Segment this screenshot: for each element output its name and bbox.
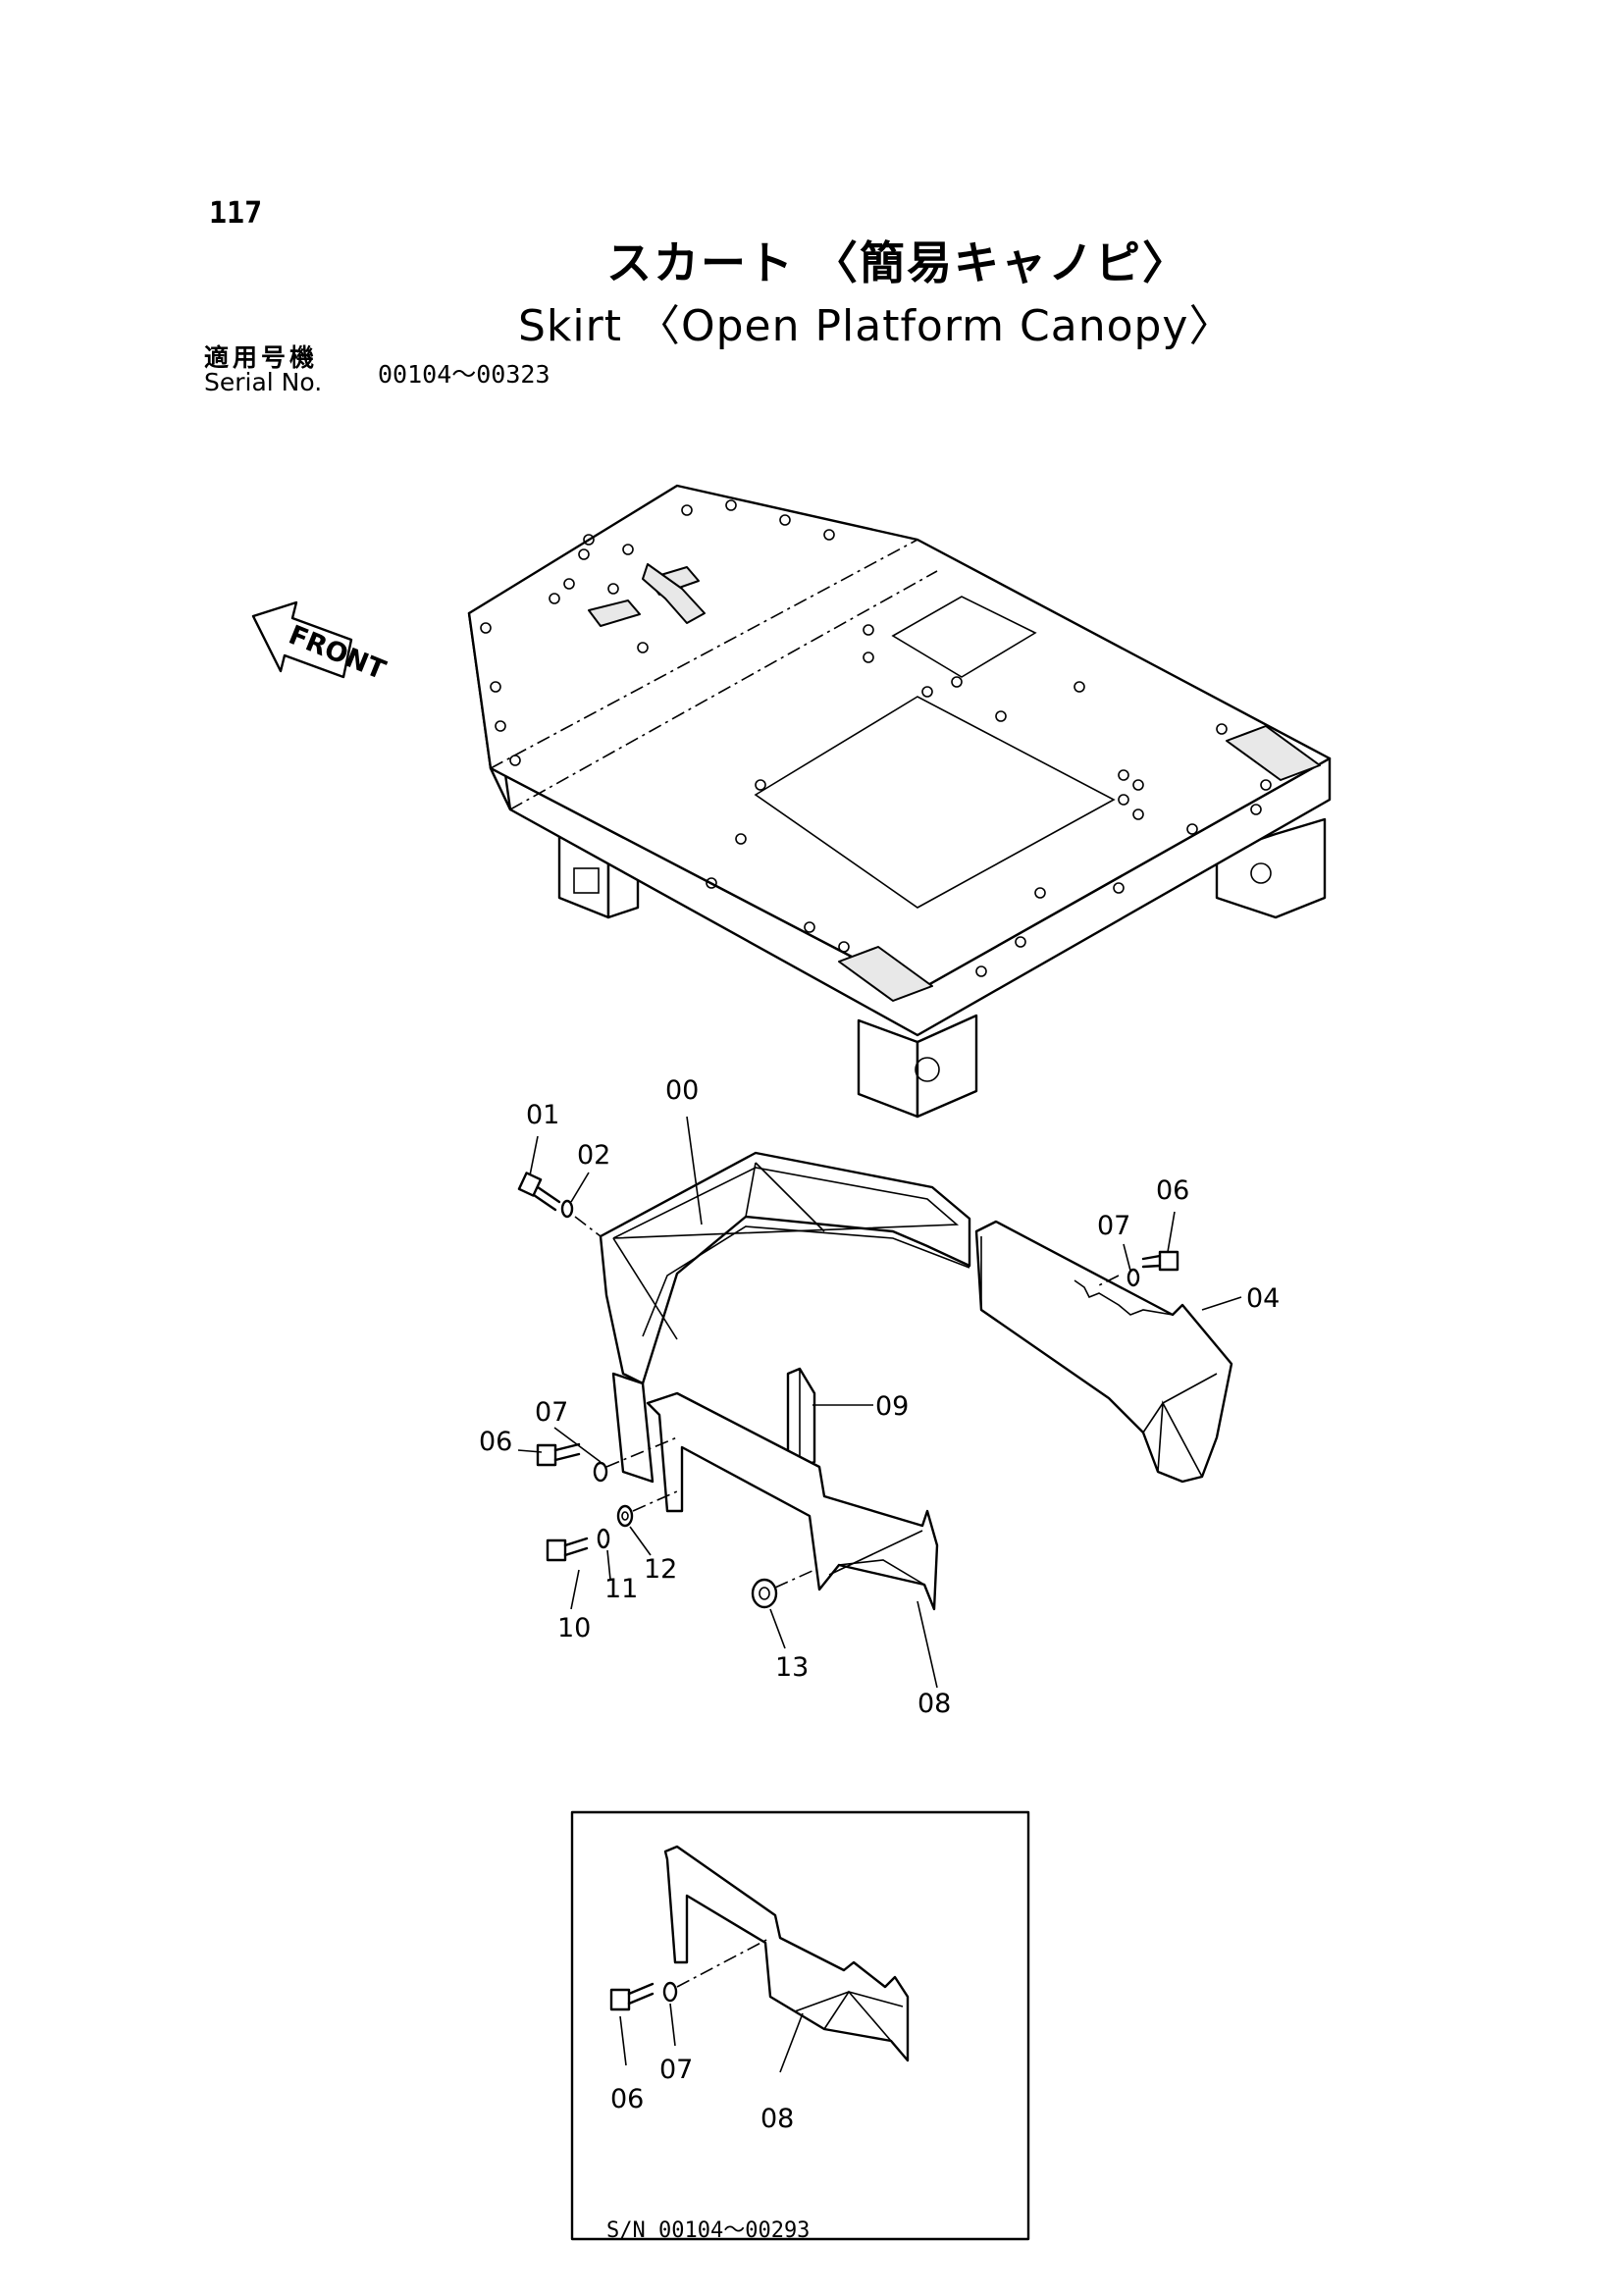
callout-10: 10 [557, 1613, 591, 1643]
platform-floor-plate [467, 484, 1332, 1119]
part-08-lower-panel [646, 1391, 939, 1611]
front-direction-arrow: FRONT [251, 600, 391, 687]
front-label: FRONT [285, 620, 391, 687]
callout-11: 11 [604, 1574, 638, 1604]
serial-label-english: Serial No. [204, 368, 323, 396]
bolt-06-right [1141, 1250, 1179, 1272]
callout-02: 02 [577, 1140, 610, 1171]
nut-13 [751, 1578, 778, 1609]
inset-callout-07: 07 [659, 2055, 693, 2085]
callout-07-left: 07 [535, 1397, 568, 1428]
callout-04: 04 [1246, 1283, 1280, 1314]
serial-label-japanese: 適用号機 [204, 343, 319, 372]
title-english: Skirt 〈Open Platform Canopy〉 [518, 301, 1233, 351]
callout-13: 13 [775, 1652, 809, 1683]
callout-labels: 00 01 02 06 07 04 07 06 09 10 11 12 13 0… [479, 1075, 1280, 1719]
leader-lines [517, 1116, 1242, 1689]
callout-06-right: 06 [1156, 1175, 1189, 1206]
callout-09: 09 [875, 1391, 909, 1422]
washer-12 [616, 1504, 634, 1528]
platform-leg-front [857, 1014, 978, 1119]
inset-part-08-panel [663, 1845, 910, 2062]
part-00-skirt-main [599, 1151, 971, 1484]
inset-washer-07 [662, 1981, 678, 2003]
washer-07-left [593, 1461, 608, 1483]
inset-callout-06: 06 [610, 2084, 644, 2114]
callout-12: 12 [644, 1554, 677, 1585]
platform-leg-right [1215, 817, 1327, 919]
bolt-01 [517, 1172, 561, 1212]
bolt-06-left [536, 1442, 581, 1467]
inset-serial-note: S/N 00104〜00293 [606, 2218, 811, 2243]
callout-00: 00 [665, 1075, 699, 1106]
callout-06-left: 06 [479, 1427, 512, 1457]
serial-range: 00104〜00323 [378, 360, 550, 389]
bolt-10 [546, 1537, 589, 1562]
callout-07-right: 07 [1097, 1211, 1130, 1241]
callout-01: 01 [526, 1100, 559, 1130]
page-number: 117 [209, 196, 263, 231]
inset-bolt-06 [609, 1982, 655, 2011]
lock-washer-11 [597, 1528, 610, 1549]
platform-bolt-holes [480, 499, 1272, 977]
washer-02 [560, 1199, 574, 1219]
washer-07-right [1126, 1268, 1140, 1287]
callout-08: 08 [917, 1689, 951, 1719]
inset-callout-08: 08 [760, 2104, 794, 2134]
title-japanese: スカート 〈簡易キャノピ〉 [606, 236, 1190, 289]
part-04-side-panel [974, 1220, 1233, 1484]
inset-detail-box: 06 07 08 [570, 1810, 1030, 2241]
